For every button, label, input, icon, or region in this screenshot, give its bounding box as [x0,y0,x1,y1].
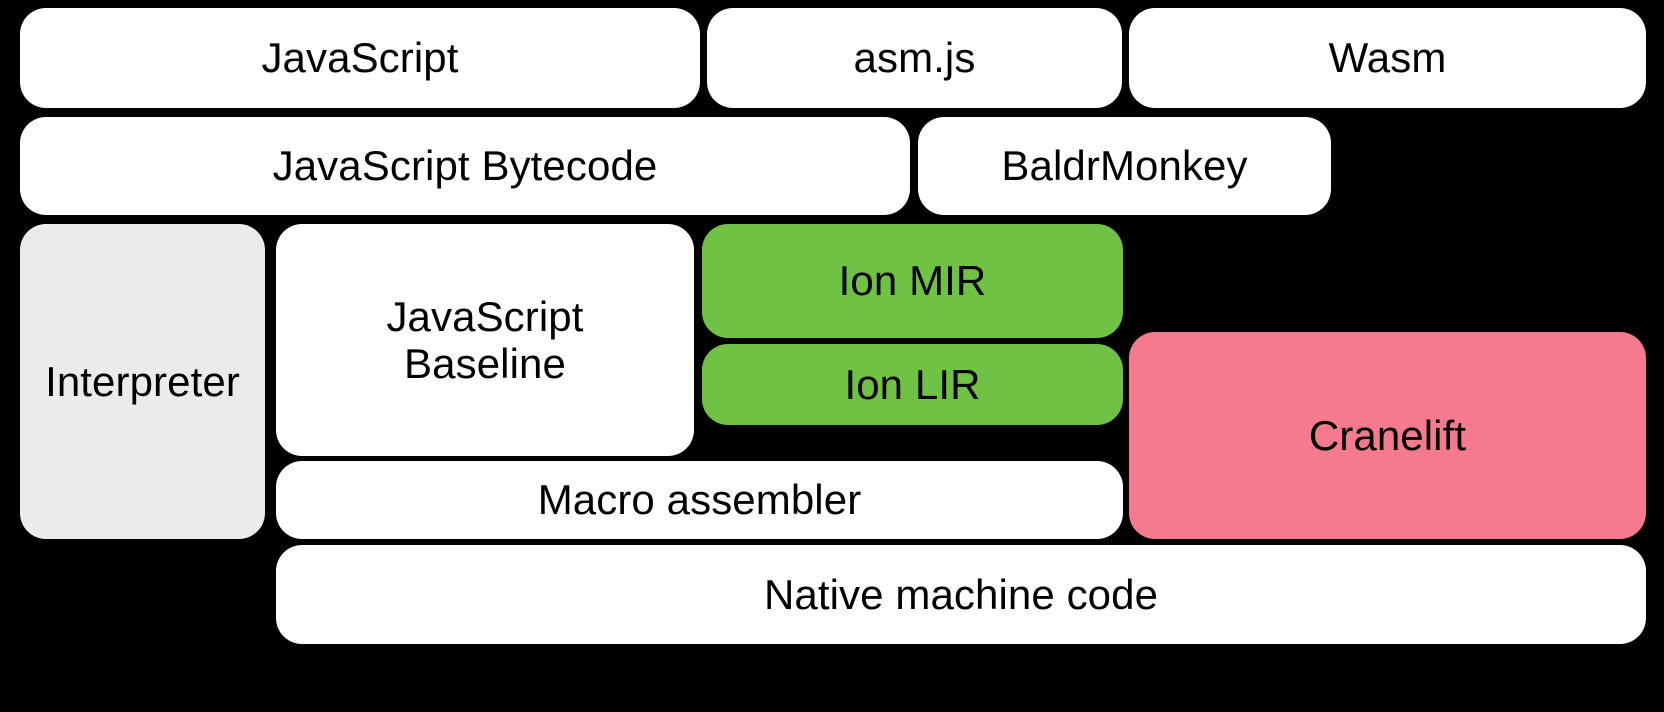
node-ion-lir[interactable]: Ion LIR [702,344,1123,425]
node-asmjs[interactable]: asm.js [707,8,1122,108]
node-javascript[interactable]: JavaScript [20,8,700,108]
node-javascript-bytecode[interactable]: JavaScript Bytecode [20,117,910,215]
node-ion-mir[interactable]: Ion MIR [702,224,1123,338]
node-native-machine-code[interactable]: Native machine code [276,545,1646,644]
node-javascript-baseline[interactable]: JavaScript Baseline [276,224,694,456]
node-macro-assembler[interactable]: Macro assembler [276,461,1123,539]
node-interpreter[interactable]: Interpreter [20,224,265,539]
node-cranelift[interactable]: Cranelift [1129,332,1646,539]
node-wasm[interactable]: Wasm [1129,8,1646,108]
node-baldrmonkey[interactable]: BaldrMonkey [918,117,1331,215]
